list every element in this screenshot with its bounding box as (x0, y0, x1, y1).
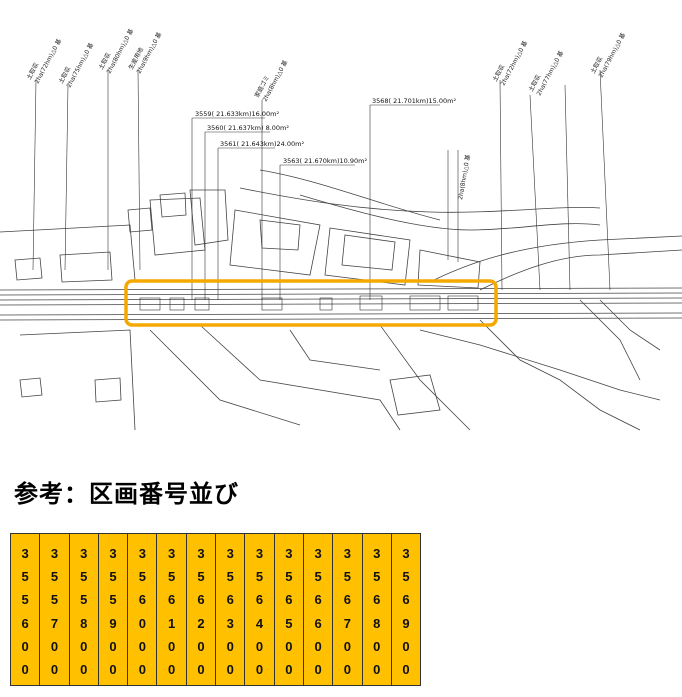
callout-right-3-detail: 2ha(79hm)△0 基 (597, 31, 627, 79)
label-small: 2ha(8hm)△0 基 (456, 154, 472, 200)
callout-left-1-detail: 2ha(72hm)△0 基 (33, 37, 63, 85)
callout-left-2-detail: 2ha(75hm)△0 基 (65, 41, 95, 89)
callout-right-2-detail: 2ha(77hm)△0 基 (535, 49, 565, 97)
highlight-box (124, 279, 498, 327)
page-title: 参考：区画番号並び (14, 480, 239, 508)
callout-mid-4: 3563( 21.670km)10.90m² (283, 157, 367, 165)
callout-mid-3: 3561( 21.643km)24.00m² (220, 140, 304, 148)
callout-mid-2: 3560( 21.637km) 8.00m² (207, 124, 289, 132)
callout-mid-5: 3568( 21.701km)15.00m² (372, 97, 456, 105)
site-map: 土取収 2ha(72hm)△0 基 土取収 2ha(75hm)△0 基 土取収 … (0, 27, 682, 431)
callout-right-1-detail: 2ha(72hm)△0 基 (499, 39, 529, 87)
callout-mid-1: 3559( 21.633km)16.00m² (195, 110, 279, 118)
